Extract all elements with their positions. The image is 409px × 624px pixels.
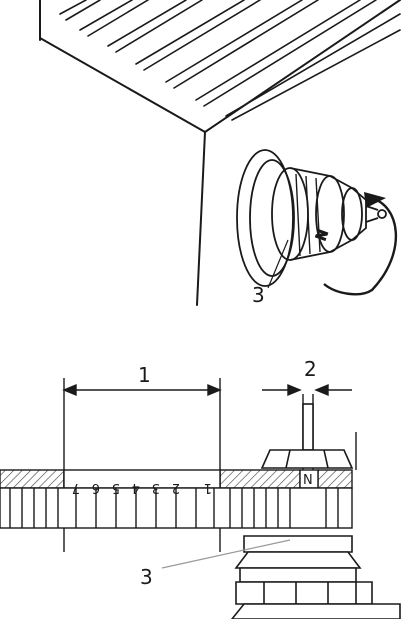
callout-3-top-label: 3	[252, 283, 265, 307]
callout-3-bottom: 3	[140, 539, 291, 589]
index-mark-n: N	[303, 473, 313, 488]
dimension-2-label: 2	[304, 357, 317, 381]
valve-base-ring	[236, 149, 294, 287]
callout-3-top: 3	[252, 239, 289, 307]
adjuster-pin	[260, 403, 354, 469]
dial-mark-3: 3	[152, 480, 160, 495]
adjuster-ring	[341, 187, 363, 241]
valve-body	[230, 535, 401, 620]
radiator-top-outline	[39, 0, 401, 133]
dimension-1-label: 1	[138, 363, 151, 387]
radiator-corner-edge	[196, 131, 206, 306]
rotation-arrow	[323, 192, 397, 296]
dial-mark-5: 5	[112, 480, 120, 495]
dial-mark-7: 7	[72, 480, 80, 495]
dimension-1	[62, 378, 222, 552]
radiator-grille	[59, 0, 401, 121]
dial-scale-numbers: 7 6 5 4 3 2 1 N	[72, 473, 313, 495]
dial-mark-4: 4	[132, 480, 140, 495]
dial-mark-6: 6	[92, 480, 100, 495]
dial-mark-1: 1	[204, 480, 212, 495]
dial-mark-2: 2	[172, 480, 180, 495]
radiator-illustration	[39, 0, 401, 306]
scale-ribs	[9, 488, 339, 528]
index-mark-top: N	[314, 228, 331, 242]
scale-band	[0, 469, 353, 529]
callout-3-bottom-label: 3	[140, 565, 153, 589]
thermostat-head: N	[236, 149, 387, 287]
pin	[365, 205, 379, 223]
